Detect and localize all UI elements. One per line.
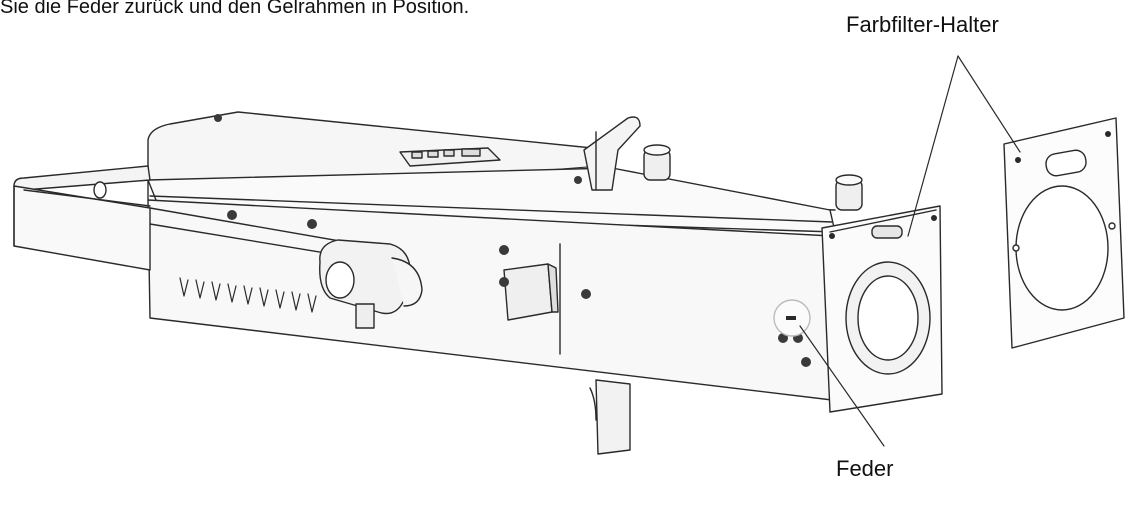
cooling-fins [179,277,317,313]
spring-location-circle [773,299,811,337]
mounting-bracket [589,379,631,455]
label-color-filter-holder: Farbfilter-Halter [846,12,999,37]
top-handle [583,116,641,191]
main-body-front [147,199,833,401]
instruction-text: Sie die Feder zurück und den Gelrahmen i… [0,0,470,18]
top-knob-1 [643,144,671,181]
separate-gel-frame [1003,117,1125,349]
lock-knob-left [319,239,423,329]
left-frame-tray [13,165,381,271]
front-filter-holder [821,205,943,413]
control-panel [399,147,501,167]
leader-lines [799,55,1021,447]
label-spring: Feder [836,456,894,481]
center-latch-block [503,263,559,321]
top-knob-2 [835,174,863,211]
